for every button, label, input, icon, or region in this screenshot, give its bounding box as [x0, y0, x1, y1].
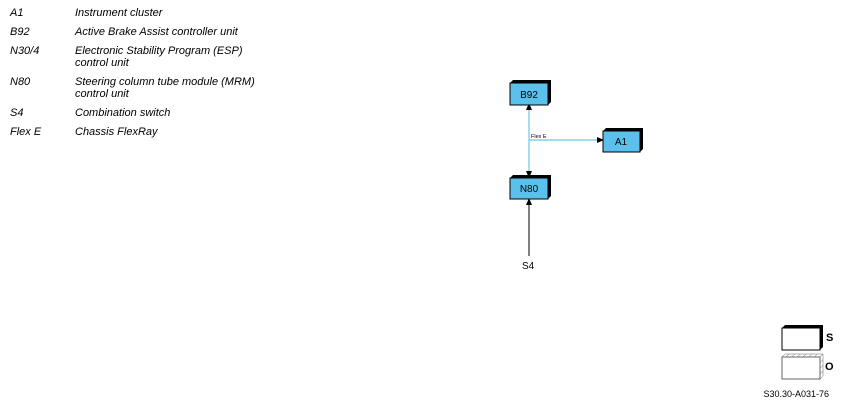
legend: A1 Instrument cluster B92 Active Brake A…: [10, 7, 310, 145]
legend-desc: Chassis FlexRay: [75, 126, 158, 138]
key-s-label: S: [826, 332, 834, 344]
key-s-box: [781, 325, 823, 351]
key-o-label: O: [825, 361, 834, 373]
module-b92: B92: [509, 80, 551, 106]
legend-row-b92: B92 Active Brake Assist controller unit: [10, 26, 310, 38]
module-a1: A1: [602, 128, 643, 153]
legend-code: Flex E: [10, 126, 42, 138]
legend-code: N80: [10, 76, 31, 88]
figure-id: S30.30-A031-76: [763, 389, 829, 399]
legend-desc: Active Brake Assist controller unit: [75, 26, 238, 38]
bus-label: Flex E: [531, 134, 547, 140]
arrow-up-from-s4: [526, 198, 532, 205]
legend-desc: Combination switch: [75, 107, 171, 119]
legend-row-n80: N80 Steering column tube module (MRM) co…: [10, 76, 310, 100]
legend-desc: Electronic Stability Program (ESP) contr…: [75, 45, 243, 69]
legend-desc: Steering column tube module (MRM) contro…: [75, 76, 255, 100]
key-o-box: [781, 353, 824, 380]
module-n80-label: N80: [520, 184, 539, 195]
legend-code: B92: [10, 26, 30, 38]
legend-code: A1: [10, 7, 24, 19]
module-b92-label: B92: [520, 90, 538, 101]
legend-desc: Instrument cluster: [75, 7, 163, 19]
arrow-up-to-b92: [526, 103, 532, 110]
module-n80: N80: [509, 175, 551, 200]
s4-label: S4: [522, 261, 535, 272]
legend-row-n30-4: N30/4 Electronic Stability Program (ESP)…: [10, 45, 310, 69]
legend-code: N30/4: [10, 45, 40, 57]
arrow-right-to-a1: [597, 137, 604, 143]
legend-row-s4: S4 Combination switch: [10, 107, 310, 119]
legend-code: S4: [10, 107, 24, 119]
legend-row-a1: A1 Instrument cluster: [10, 7, 310, 19]
legend-row-flex-e: Flex E Chassis FlexRay: [10, 126, 310, 138]
arrow-down-to-n80: [526, 171, 532, 178]
module-a1-label: A1: [615, 137, 628, 148]
